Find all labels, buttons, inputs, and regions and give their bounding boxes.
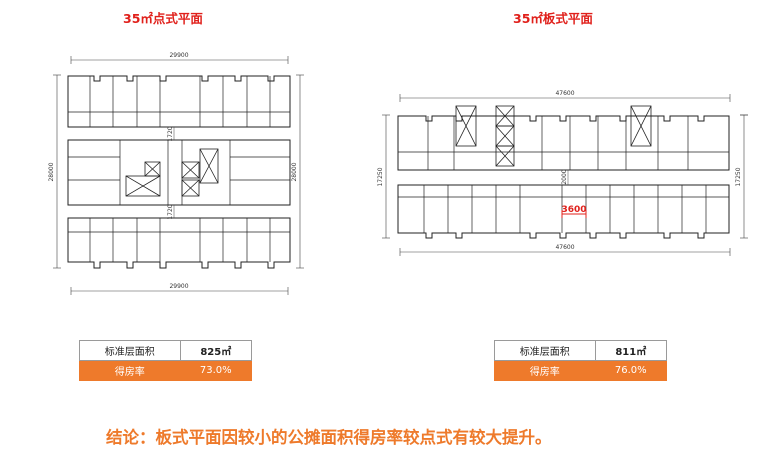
slab-highlight-dimension: 3600 bbox=[561, 205, 586, 215]
point-plan bbox=[53, 56, 304, 295]
point-dim-corridor-bottom: 1720 bbox=[167, 204, 174, 219]
table-row: 标准层面积 811㎡ bbox=[494, 340, 668, 361]
ratio-label: 得房率 bbox=[494, 360, 596, 381]
slab-plan-title: 35㎡板式平面 bbox=[513, 11, 593, 26]
slab-dim-top: 47600 bbox=[555, 90, 574, 97]
point-dim-right: 28000 bbox=[291, 162, 298, 181]
point-dim-bottom: 29900 bbox=[169, 283, 188, 290]
area-value: 825㎡ bbox=[179, 340, 253, 361]
area-label: 标准层面积 bbox=[79, 340, 181, 361]
area-label: 标准层面积 bbox=[494, 340, 596, 361]
conclusion-text: 结论：板式平面因较小的公摊面积得房率较点式有较大提升。 bbox=[106, 428, 552, 447]
table-row: 得房率 73.0% bbox=[79, 360, 253, 381]
ratio-value: 73.0% bbox=[179, 360, 253, 381]
slab-plan-stats-table: 标准层面积 811㎡ 得房率 76.0% bbox=[494, 340, 668, 381]
slab-dim-left: 17250 bbox=[377, 167, 384, 186]
ratio-label: 得房率 bbox=[79, 360, 181, 381]
slab-dim-bottom: 47600 bbox=[555, 244, 574, 251]
point-dim-top: 29900 bbox=[169, 52, 188, 59]
area-value: 811㎡ bbox=[594, 340, 668, 361]
point-dim-corridor-top: 1720 bbox=[167, 126, 174, 141]
slab-dim-corridor: 2000 bbox=[561, 169, 568, 184]
point-plan-title: 35㎡点式平面 bbox=[123, 11, 203, 26]
table-row: 得房率 76.0% bbox=[494, 360, 668, 381]
point-plan-stats-table: 标准层面积 825㎡ 得房率 73.0% bbox=[79, 340, 253, 381]
ratio-value: 76.0% bbox=[594, 360, 668, 381]
slab-dim-right: 17250 bbox=[735, 167, 742, 186]
slab-plan bbox=[382, 94, 748, 256]
point-dim-left: 28000 bbox=[48, 162, 55, 181]
table-row: 标准层面积 825㎡ bbox=[79, 340, 253, 361]
